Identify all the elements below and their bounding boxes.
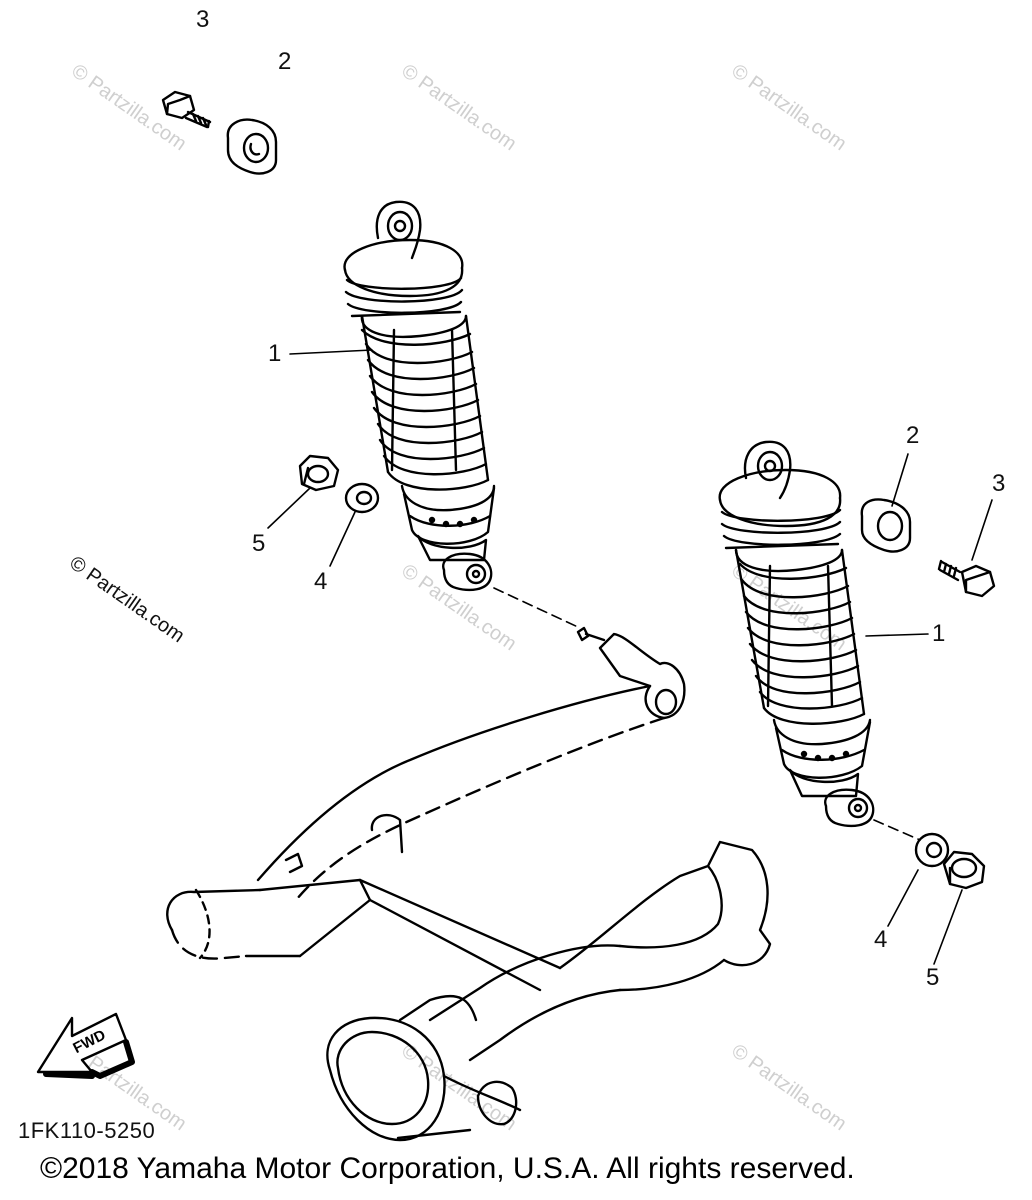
diagram-code: 1FK110-5250 — [18, 1118, 156, 1143]
callout-label: 1 — [268, 340, 282, 367]
washer-right — [914, 832, 950, 868]
nut-left — [298, 454, 340, 492]
bolt-right — [937, 559, 996, 598]
callout-label: 5 — [252, 530, 266, 557]
callout-label: 4 — [874, 926, 888, 953]
bolt-top-left — [161, 90, 212, 129]
callout-label: 3 — [992, 470, 1006, 497]
swing-arm — [166, 626, 772, 1142]
collar-right — [860, 498, 912, 553]
fwd-arrow-icon — [36, 1012, 135, 1079]
callout-label: 1 — [932, 620, 946, 647]
callout-label: 5 — [926, 964, 940, 991]
leader-lines-left — [267, 349, 581, 629]
copyright-notice: ©2018 Yamaha Motor Corporation, U.S.A. A… — [40, 1152, 855, 1185]
callout-label: 4 — [314, 568, 328, 595]
nut-right — [942, 850, 986, 890]
collar-top — [226, 118, 278, 175]
callout-label: 2 — [906, 422, 920, 449]
shock-absorber-left — [343, 200, 496, 592]
shock-absorber-right — [718, 440, 875, 828]
leader-lines-right — [865, 453, 993, 965]
callout-label: 3 — [196, 6, 210, 33]
callout-label: 2 — [278, 48, 292, 75]
washer-left — [344, 482, 380, 514]
